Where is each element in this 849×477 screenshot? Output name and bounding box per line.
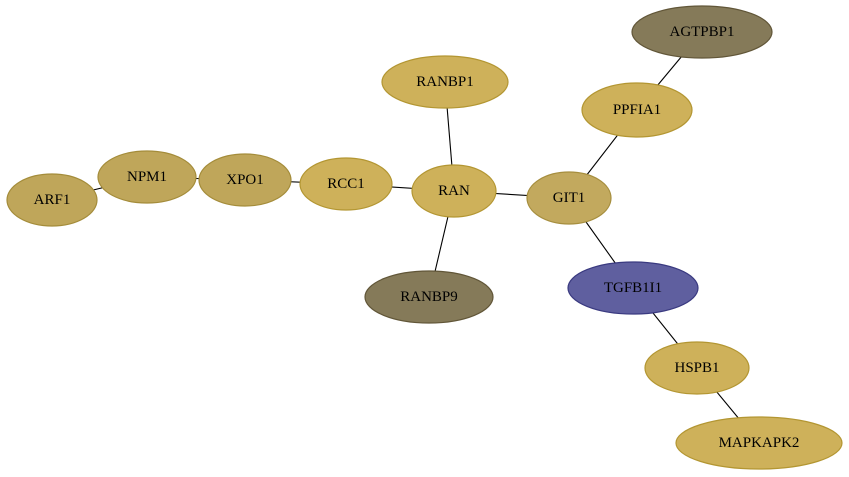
node-label: RANBP9 xyxy=(400,289,458,305)
node-ellipse xyxy=(6,173,98,227)
node-git1[interactable]: GIT1 xyxy=(526,171,612,225)
node-ellipse xyxy=(411,164,497,218)
node-ellipse xyxy=(381,55,509,109)
node-label: AGTPBP1 xyxy=(669,24,734,40)
node-label: HSPB1 xyxy=(674,360,719,376)
node-tgfb1i1[interactable]: TGFB1I1 xyxy=(567,261,699,315)
node-mapkapk2[interactable]: MAPKAPK2 xyxy=(675,416,843,470)
node-ellipse xyxy=(644,341,750,395)
node-ellipse xyxy=(526,171,612,225)
node-label: PPFIA1 xyxy=(613,102,661,118)
node-rcc1[interactable]: RCC1 xyxy=(299,157,393,211)
node-ranbp1[interactable]: RANBP1 xyxy=(381,55,509,109)
node-ellipse xyxy=(364,270,494,324)
node-xpo1[interactable]: XPO1 xyxy=(198,153,292,207)
node-label: XPO1 xyxy=(226,172,264,188)
node-ellipse xyxy=(675,416,843,470)
node-label: NPM1 xyxy=(127,169,167,185)
node-npm1[interactable]: NPM1 xyxy=(97,150,197,204)
node-arf1[interactable]: ARF1 xyxy=(6,173,98,227)
node-label: RCC1 xyxy=(327,176,365,192)
node-label: GIT1 xyxy=(553,190,586,206)
node-ellipse xyxy=(198,153,292,207)
node-agtpbp1[interactable]: AGTPBP1 xyxy=(631,5,773,59)
node-ppfia1[interactable]: PPFIA1 xyxy=(581,82,693,138)
node-label: RAN xyxy=(438,183,470,199)
node-label: MAPKAPK2 xyxy=(719,435,800,451)
node-ran[interactable]: RAN xyxy=(411,164,497,218)
node-label: ARF1 xyxy=(34,192,71,208)
node-ellipse xyxy=(581,82,693,138)
node-hspb1[interactable]: HSPB1 xyxy=(644,341,750,395)
node-ellipse xyxy=(299,157,393,211)
node-ranbp9[interactable]: RANBP9 xyxy=(364,270,494,324)
node-ellipse xyxy=(631,5,773,59)
node-ellipse xyxy=(567,261,699,315)
node-label: RANBP1 xyxy=(416,74,474,90)
node-label: TGFB1I1 xyxy=(604,280,662,296)
node-ellipse xyxy=(97,150,197,204)
